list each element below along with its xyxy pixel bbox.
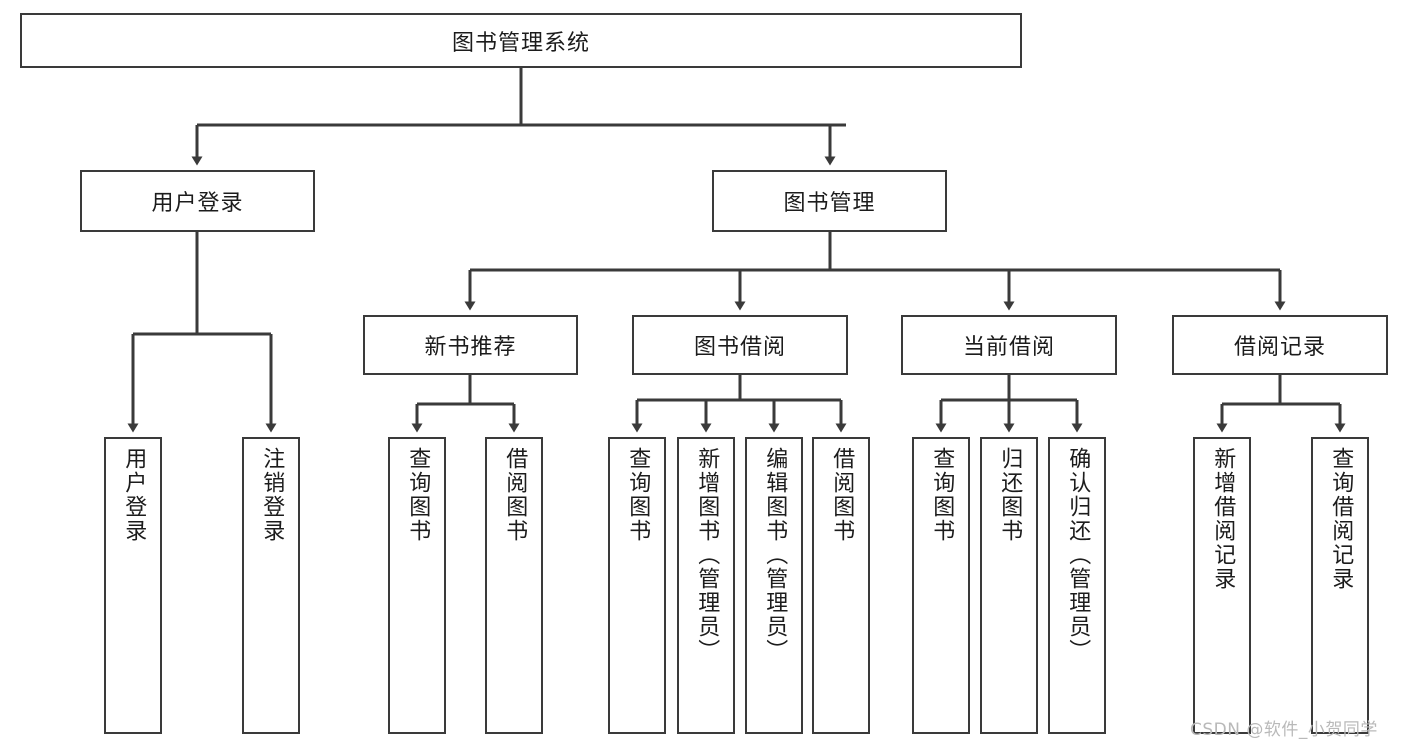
node-label: 用户登录 <box>151 191 244 216</box>
node-label: 用户登录 <box>121 447 147 543</box>
node-borrow-record[interactable]: 借阅记录 <box>1172 315 1388 375</box>
node-leaf-add-borrow-record[interactable]: 新增借阅记录 <box>1193 437 1251 734</box>
node-book-borrow[interactable]: 图书借阅 <box>632 315 848 375</box>
node-label: 确认归还（管理员） <box>1065 447 1091 663</box>
node-leaf-edit-book[interactable]: 编辑图书（管理员） <box>745 437 803 734</box>
node-leaf-add-book[interactable]: 新增图书（管理员） <box>677 437 735 734</box>
node-label: 新书推荐 <box>424 335 517 360</box>
node-label: 查询图书 <box>625 447 651 543</box>
node-label: 编辑图书（管理员） <box>762 447 788 663</box>
node-user-login[interactable]: 用户登录 <box>80 170 315 232</box>
node-leaf-confirm-return[interactable]: 确认归还（管理员） <box>1048 437 1106 734</box>
node-label: 图书管理系统 <box>451 30 590 56</box>
watermark: CSDN @软件_小贺同学 <box>1190 720 1378 740</box>
node-label: 图书管理 <box>783 191 876 216</box>
node-leaf-query-borrow-record[interactable]: 查询借阅记录 <box>1311 437 1369 734</box>
node-label: 新增借阅记录 <box>1210 447 1236 591</box>
node-leaf-logout-login[interactable]: 注销登录 <box>242 437 300 734</box>
node-label: 查询图书 <box>405 447 431 543</box>
node-label: 借阅图书 <box>502 447 528 543</box>
node-leaf-borrow-book-1[interactable]: 借阅图书 <box>485 437 543 734</box>
node-label: 归还图书 <box>997 447 1023 543</box>
node-label: 查询图书 <box>929 447 955 543</box>
node-leaf-query-book-1[interactable]: 查询图书 <box>388 437 446 734</box>
node-label: 借阅图书 <box>829 447 855 543</box>
node-current-borrow[interactable]: 当前借阅 <box>901 315 1117 375</box>
node-label: 借阅记录 <box>1233 335 1326 360</box>
node-label: 图书借阅 <box>693 335 786 360</box>
node-label: 新增图书（管理员） <box>694 447 720 663</box>
node-leaf-query-book-2[interactable]: 查询图书 <box>608 437 666 734</box>
node-label: 注销登录 <box>259 447 285 543</box>
node-new-book-recommend[interactable]: 新书推荐 <box>363 315 578 375</box>
node-book-management[interactable]: 图书管理 <box>712 170 947 232</box>
node-leaf-query-book-3[interactable]: 查询图书 <box>912 437 970 734</box>
node-label: 当前借阅 <box>962 335 1055 360</box>
node-leaf-return-book[interactable]: 归还图书 <box>980 437 1038 734</box>
node-book-management-system[interactable]: 图书管理系统 <box>20 13 1022 68</box>
node-leaf-user-login[interactable]: 用户登录 <box>104 437 162 734</box>
node-leaf-borrow-book-2[interactable]: 借阅图书 <box>812 437 870 734</box>
node-label: 查询借阅记录 <box>1328 447 1354 591</box>
